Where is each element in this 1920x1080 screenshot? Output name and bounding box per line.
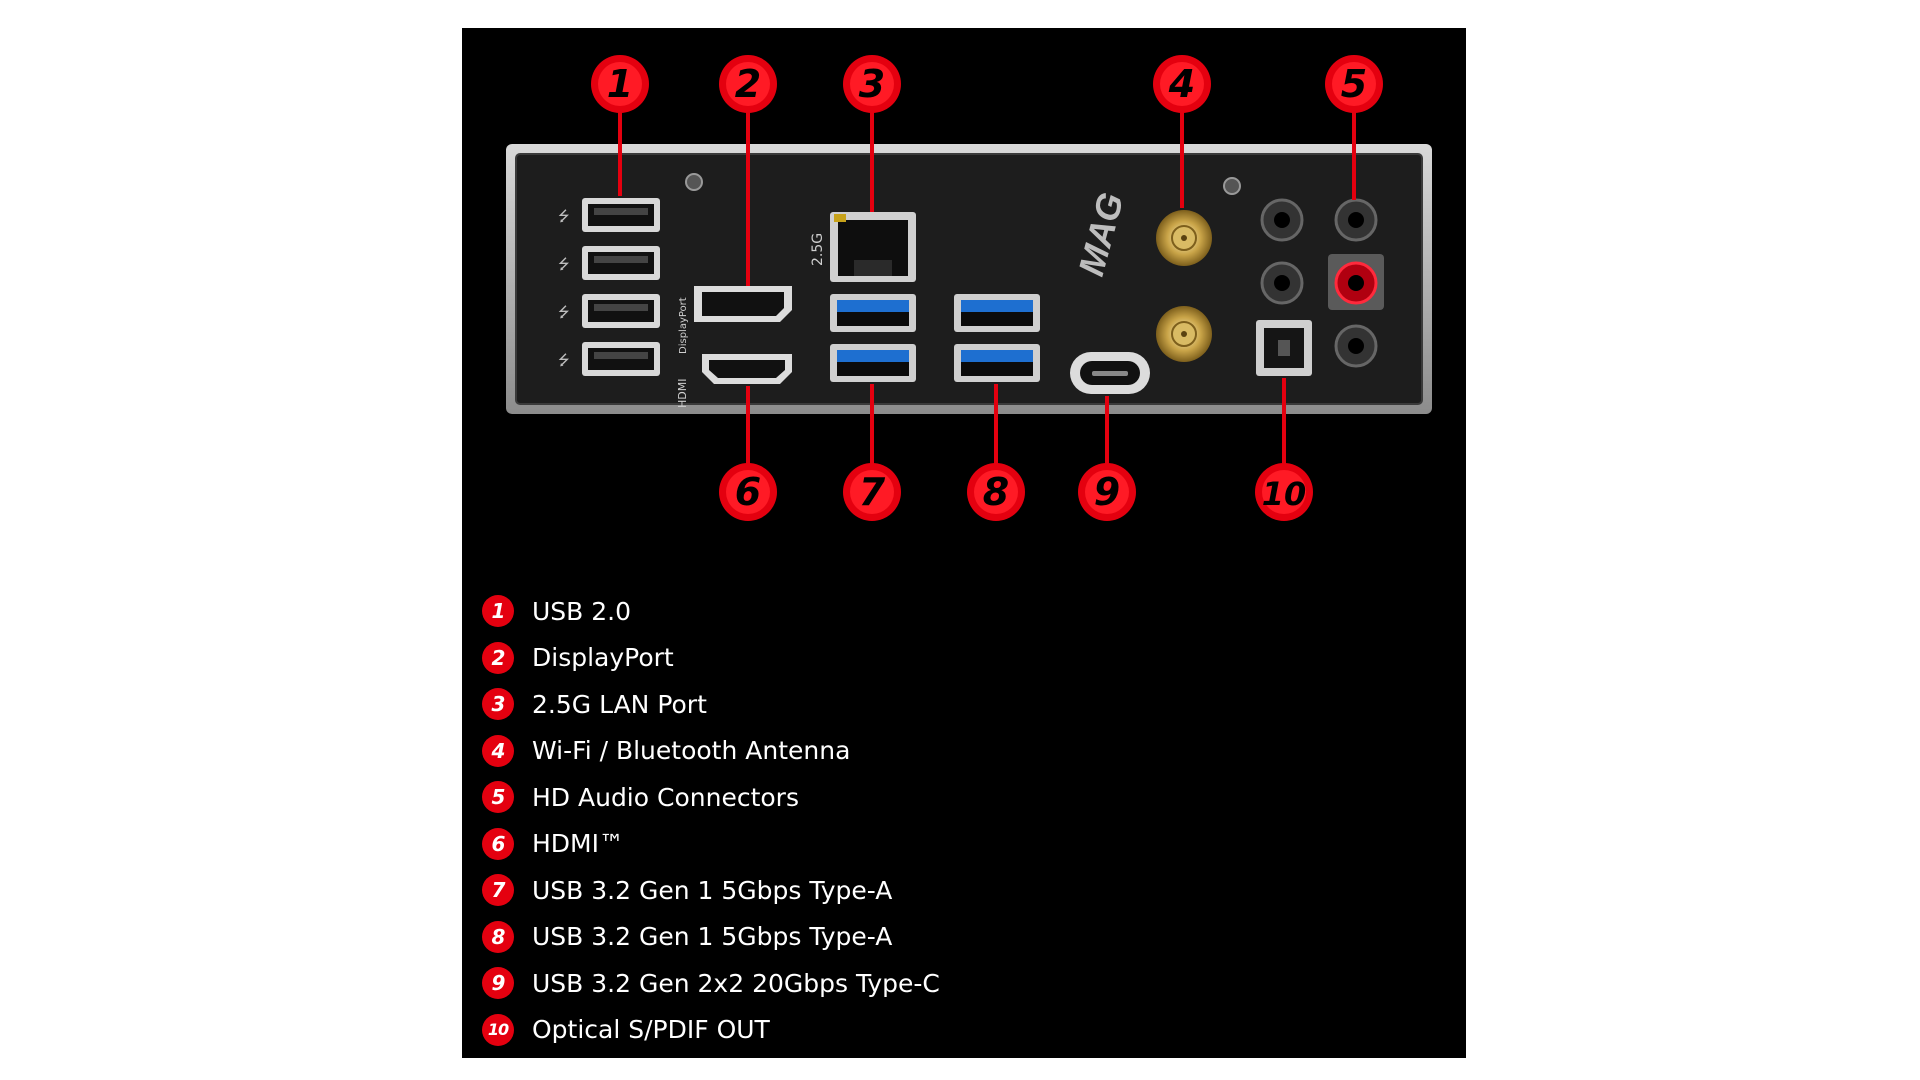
io-panel-figure: ⭍ ⭍ ⭍ ⭍ HDMI DisplayPort 2.5G	[462, 28, 1466, 1058]
callout-number: 10	[1262, 475, 1307, 513]
displayport-panel-label: DisplayPort	[678, 297, 689, 354]
legend-item: 8 USB 3.2 Gen 1 5Gbps Type-A	[482, 914, 1442, 961]
optical-spdif-port	[1256, 320, 1312, 376]
legend-label: USB 2.0	[532, 596, 632, 626]
callout-badges: 1 2 3 4 5 6 7 8 9 10	[591, 55, 1383, 521]
audio-jacks	[1260, 198, 1384, 368]
usb3-port-stack-8	[954, 294, 1040, 382]
callout-badge: 10	[1255, 463, 1313, 521]
usb3-port	[954, 294, 1040, 332]
legend-number-badge: 2	[482, 641, 514, 674]
callout-circle-inner	[1262, 470, 1306, 514]
legend-number-badge: 3	[482, 688, 514, 721]
legend-number-badge: 5	[482, 781, 514, 814]
callout-badge: 3	[843, 55, 901, 113]
hdmi-connector	[702, 354, 792, 384]
legend-label: 2.5G LAN Port	[532, 689, 707, 719]
usb3-port	[830, 344, 916, 382]
callout-number: 2	[735, 62, 761, 106]
legend-label: USB 3.2 Gen 2x2 20Gbps Type-C	[532, 968, 940, 998]
callout-number: 6	[735, 470, 761, 514]
callout-badge: 5	[1325, 55, 1383, 113]
legend-item: 6 HDMI™	[482, 821, 1442, 868]
callout-circle-inner	[1085, 470, 1129, 514]
legend-item: 4 Wi-Fi / Bluetooth Antenna	[482, 728, 1442, 775]
callout-badge: 6	[719, 463, 777, 521]
callout-badge: 1	[591, 55, 649, 113]
legend-label: HD Audio Connectors	[532, 782, 799, 812]
screw-icon	[685, 173, 703, 191]
callout-circle-inner	[974, 470, 1018, 514]
callout-number: 1	[607, 62, 633, 106]
wifi-antenna-connector	[1156, 210, 1212, 266]
usb-type-c-port	[1070, 352, 1150, 394]
legend-number-badge: 7	[482, 874, 514, 907]
lan-speed-label: 2.5G	[810, 233, 826, 266]
callout-badge: 2	[719, 55, 777, 113]
lan-port	[830, 212, 916, 282]
callout-number: 8	[983, 470, 1009, 514]
hdmi-panel-label: HDMI	[676, 379, 689, 408]
callout-badge: 7	[843, 463, 901, 521]
legend-label: HDMI™	[532, 829, 624, 859]
legend-number-badge: 1	[482, 595, 514, 628]
usb-symbol-icon: ⭍	[558, 352, 570, 368]
usb-symbol-icon: ⭍	[558, 304, 570, 320]
usb2-port	[582, 342, 660, 376]
legend-item: 7 USB 3.2 Gen 1 5Gbps Type-A	[482, 867, 1442, 914]
callout-circle-inner	[1160, 62, 1204, 106]
usb-symbol-icon: ⭍	[558, 208, 570, 224]
legend-number-badge: 9	[482, 967, 514, 1000]
usb3-port	[830, 294, 916, 332]
legend-item: 3 2.5G LAN Port	[482, 681, 1442, 728]
callout-number: 5	[1341, 62, 1367, 106]
usb2-port	[582, 294, 660, 328]
legend-item: 2 DisplayPort	[482, 635, 1442, 682]
callout-circle-inner	[850, 470, 894, 514]
legend-item: 9 USB 3.2 Gen 2x2 20Gbps Type-C	[482, 960, 1442, 1007]
legend-number-badge: 4	[482, 734, 514, 767]
usb3-port-stack-7	[830, 294, 916, 382]
port-legend: 1 USB 2.0 2 DisplayPort 3 2.5G LAN Port 4 Wi-Fi…	[482, 588, 1442, 1053]
callout-badge: 8	[967, 463, 1025, 521]
legend-number-badge: 8	[482, 920, 514, 953]
callout-badge: 9	[1078, 463, 1136, 521]
callout-number: 3	[859, 62, 885, 106]
usb2-port-stack: ⭍ ⭍ ⭍ ⭍	[558, 198, 660, 376]
legend-label: Optical S/PDIF OUT	[532, 1015, 770, 1045]
callout-circle-inner	[598, 62, 642, 106]
usb2-port	[582, 198, 660, 232]
legend-label: USB 3.2 Gen 1 5Gbps Type-A	[532, 922, 893, 952]
legend-item: 1 USB 2.0	[482, 588, 1442, 635]
callout-number: 4	[1168, 62, 1195, 106]
wifi-antenna-connector	[1156, 306, 1212, 362]
io-shield-diagram: ⭍ ⭍ ⭍ ⭍ HDMI DisplayPort 2.5G	[506, 55, 1432, 521]
usb-symbol-icon: ⭍	[558, 256, 570, 272]
callout-number: 7	[859, 470, 886, 514]
callout-circle-inner	[726, 62, 770, 106]
legend-label: DisplayPort	[532, 643, 674, 673]
callout-badge: 4	[1153, 55, 1211, 113]
usb3-port	[954, 344, 1040, 382]
legend-item: 5 HD Audio Connectors	[482, 774, 1442, 821]
callout-circle-inner	[1332, 62, 1376, 106]
legend-number-badge: 6	[482, 827, 514, 860]
usb2-port	[582, 246, 660, 280]
legend-label: USB 3.2 Gen 1 5Gbps Type-A	[532, 875, 893, 905]
legend-item: 10 Optical S/PDIF OUT	[482, 1007, 1442, 1054]
callout-circle-inner	[726, 470, 770, 514]
legend-number-badge: 10	[482, 1013, 514, 1046]
legend-label: Wi-Fi / Bluetooth Antenna	[532, 736, 851, 766]
callout-circle-inner	[850, 62, 894, 106]
displayport-connector	[694, 286, 792, 322]
callout-number: 9	[1094, 470, 1120, 514]
screw-icon	[1223, 177, 1241, 195]
